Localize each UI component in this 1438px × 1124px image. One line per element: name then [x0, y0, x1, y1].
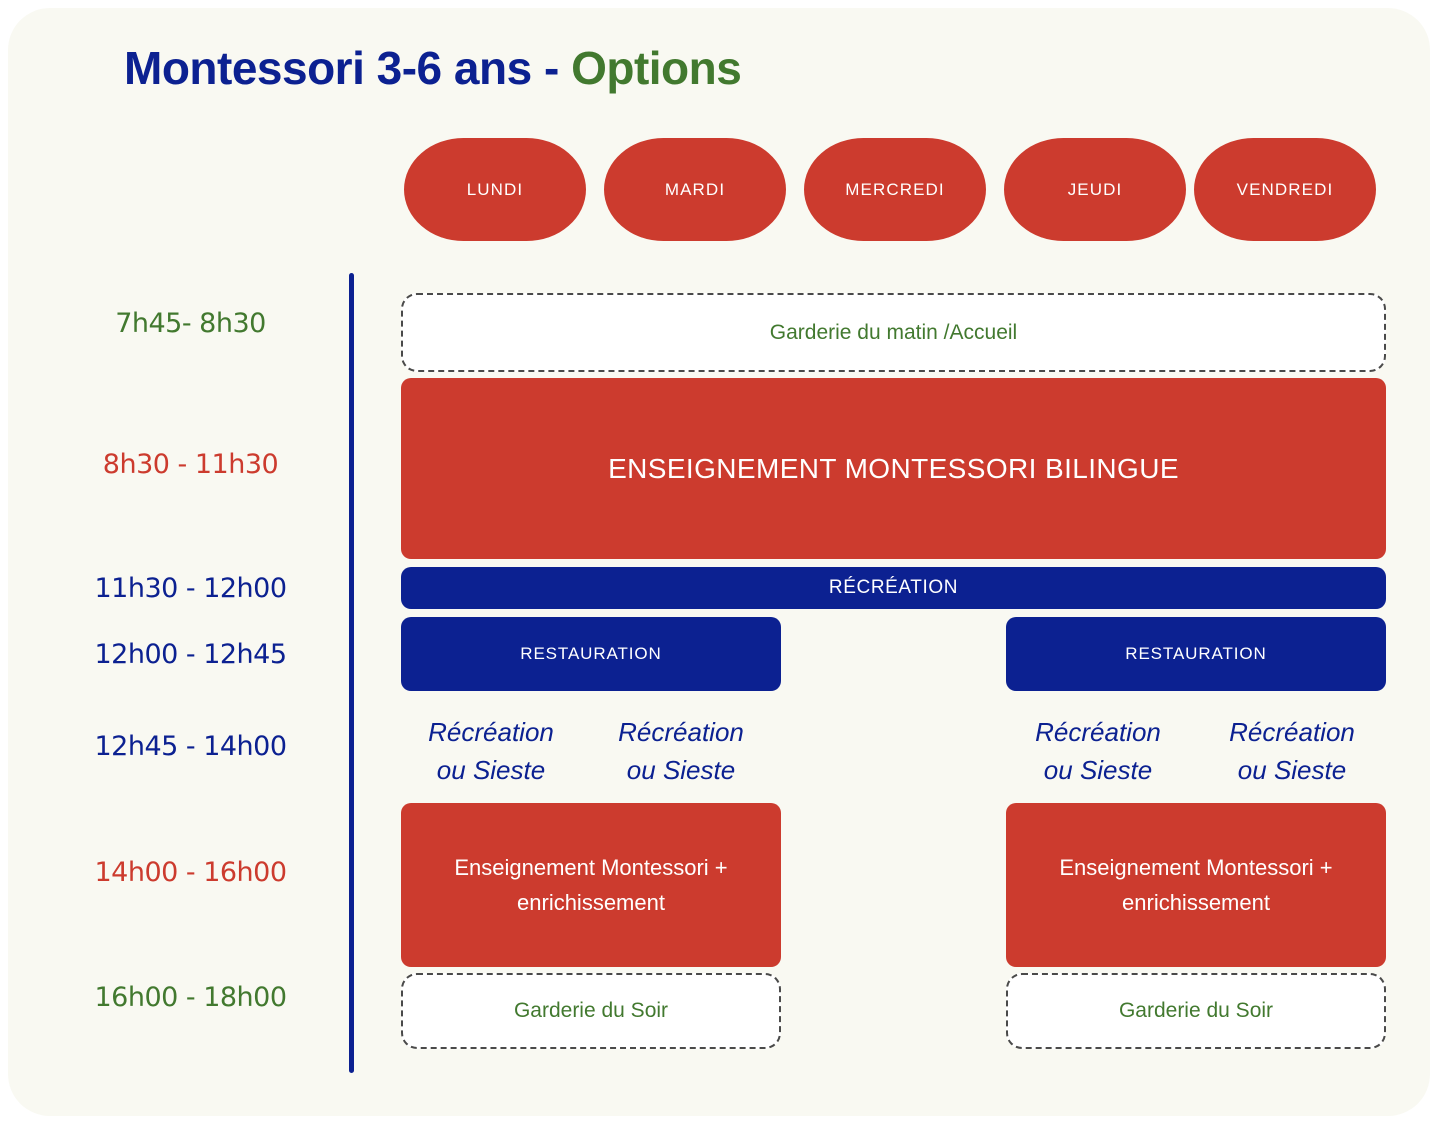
block-label: Enseignement Montessori + enrichissement [454, 854, 728, 915]
block-label: Garderie du Soir [1118, 999, 1274, 1022]
time-label-1200-1245: 12h00 - 12h45 [94, 639, 287, 670]
block-label: Enseignement Montessori + enrichissement [1059, 854, 1333, 915]
block-restauration-right[interactable]: RESTAURATION [1006, 617, 1386, 691]
block-enseignement-bilingue[interactable]: ENSEIGNEMENT MONTESSORI BILINGUE [401, 378, 1386, 559]
block-restauration-left[interactable]: RESTAURATION [401, 617, 781, 691]
note-recreation-sieste-lundi: Récréation ou Sieste [428, 717, 554, 785]
block-recreation[interactable]: RÉCRÉATION [401, 567, 1386, 609]
day-pill-mardi[interactable]: MARDI [604, 138, 786, 241]
day-pill-vendredi[interactable]: VENDREDI [1194, 138, 1376, 241]
note-recreation-sieste-jeudi: Récréation ou Sieste [1035, 717, 1161, 785]
block-label: Garderie du matin /Accueil [769, 320, 1018, 344]
time-label-1400-1600: 14h00 - 16h00 [94, 857, 287, 888]
time-label-0745-0830: 7h45- 8h30 [115, 308, 266, 339]
block-label: RÉCRÉATION [828, 577, 959, 598]
day-label: MARDI [664, 179, 726, 199]
block-garderie-soir-right[interactable]: Garderie du Soir [1006, 973, 1386, 1049]
page-title-main: Montessori 3-6 ans - [124, 42, 572, 94]
time-label-0830-1130: 8h30 - 11h30 [102, 449, 279, 480]
block-garderie-matin[interactable]: Garderie du matin /Accueil [401, 293, 1386, 372]
block-label: RESTAURATION [520, 644, 662, 663]
day-label: LUNDI [466, 179, 524, 199]
timeline-divider [349, 273, 354, 1073]
day-label: MERCREDI [845, 179, 945, 199]
day-pill-mercredi[interactable]: MERCREDI [804, 138, 986, 241]
page-title: Montessori 3-6 ans - Options [124, 41, 742, 95]
block-label: Garderie du Soir [513, 999, 669, 1022]
time-label-1245-1400: 12h45 - 14h00 [94, 731, 287, 762]
block-enrichissement-right[interactable]: Enseignement Montessori + enrichissement [1006, 803, 1386, 967]
block-garderie-soir-left[interactable]: Garderie du Soir [401, 973, 781, 1049]
note-recreation-sieste-mardi: Récréation ou Sieste [618, 717, 744, 785]
day-pill-jeudi[interactable]: JEUDI [1004, 138, 1186, 241]
time-label-1600-1800: 16h00 - 18h00 [94, 982, 287, 1013]
day-label: VENDREDI [1236, 179, 1334, 199]
note-recreation-sieste-vendredi: Récréation ou Sieste [1229, 717, 1355, 785]
day-label: JEUDI [1067, 179, 1123, 199]
day-pill-lundi[interactable]: LUNDI [404, 138, 586, 241]
page-title-accent: Options [571, 42, 742, 94]
block-label: RESTAURATION [1125, 644, 1267, 663]
time-label-1130-1200: 11h30 - 12h00 [94, 573, 287, 604]
schedule-card: Montessori 3-6 ans - Options LUNDI MARDI… [8, 8, 1430, 1116]
block-label: ENSEIGNEMENT MONTESSORI BILINGUE [608, 452, 1179, 484]
block-enrichissement-left[interactable]: Enseignement Montessori + enrichissement [401, 803, 781, 967]
